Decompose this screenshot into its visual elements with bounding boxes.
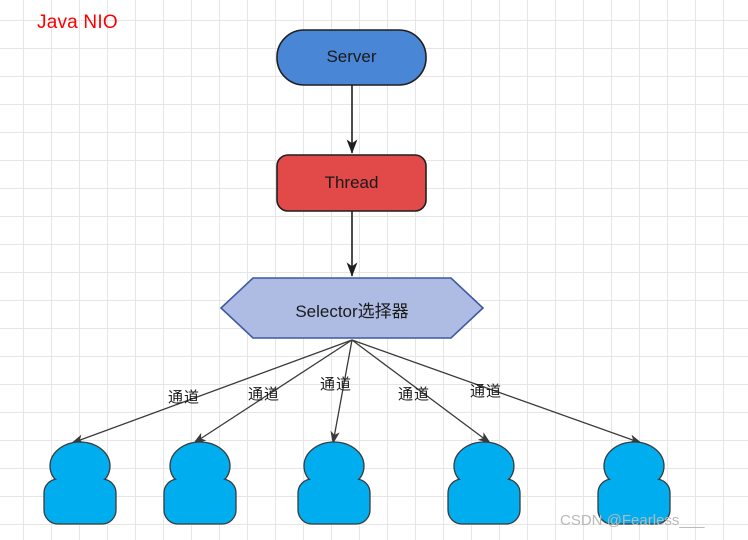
channel-label-3: 通道 bbox=[320, 375, 353, 393]
client-icon-3[interactable] bbox=[297, 441, 371, 525]
client-icon-2[interactable] bbox=[163, 441, 237, 525]
client-icon-1[interactable] bbox=[43, 441, 117, 525]
channel-label-2: 通道 bbox=[248, 385, 281, 403]
node-label-selector: Selector选择器 bbox=[295, 302, 409, 321]
channel-label-1: 通道 bbox=[168, 388, 201, 406]
watermark-text: CSDN @Fearless___ bbox=[560, 512, 705, 529]
client-icon-4[interactable] bbox=[447, 441, 521, 525]
channel-label-5: 通道 bbox=[470, 382, 503, 400]
edge-channel-2 bbox=[192, 339, 353, 444]
page-title: Java NIO bbox=[37, 12, 118, 33]
edge-channel-3 bbox=[330, 339, 353, 445]
node-label-server: Server bbox=[326, 47, 377, 66]
edge-channel-5 bbox=[351, 339, 643, 444]
channel-label-4: 通道 bbox=[398, 385, 431, 403]
edge-channel-1 bbox=[70, 339, 353, 444]
client-icon-5[interactable] bbox=[597, 441, 671, 525]
edge-channel-4 bbox=[351, 339, 492, 444]
node-label-thread: Thread bbox=[324, 173, 379, 192]
node-selector[interactable] bbox=[219, 277, 485, 339]
